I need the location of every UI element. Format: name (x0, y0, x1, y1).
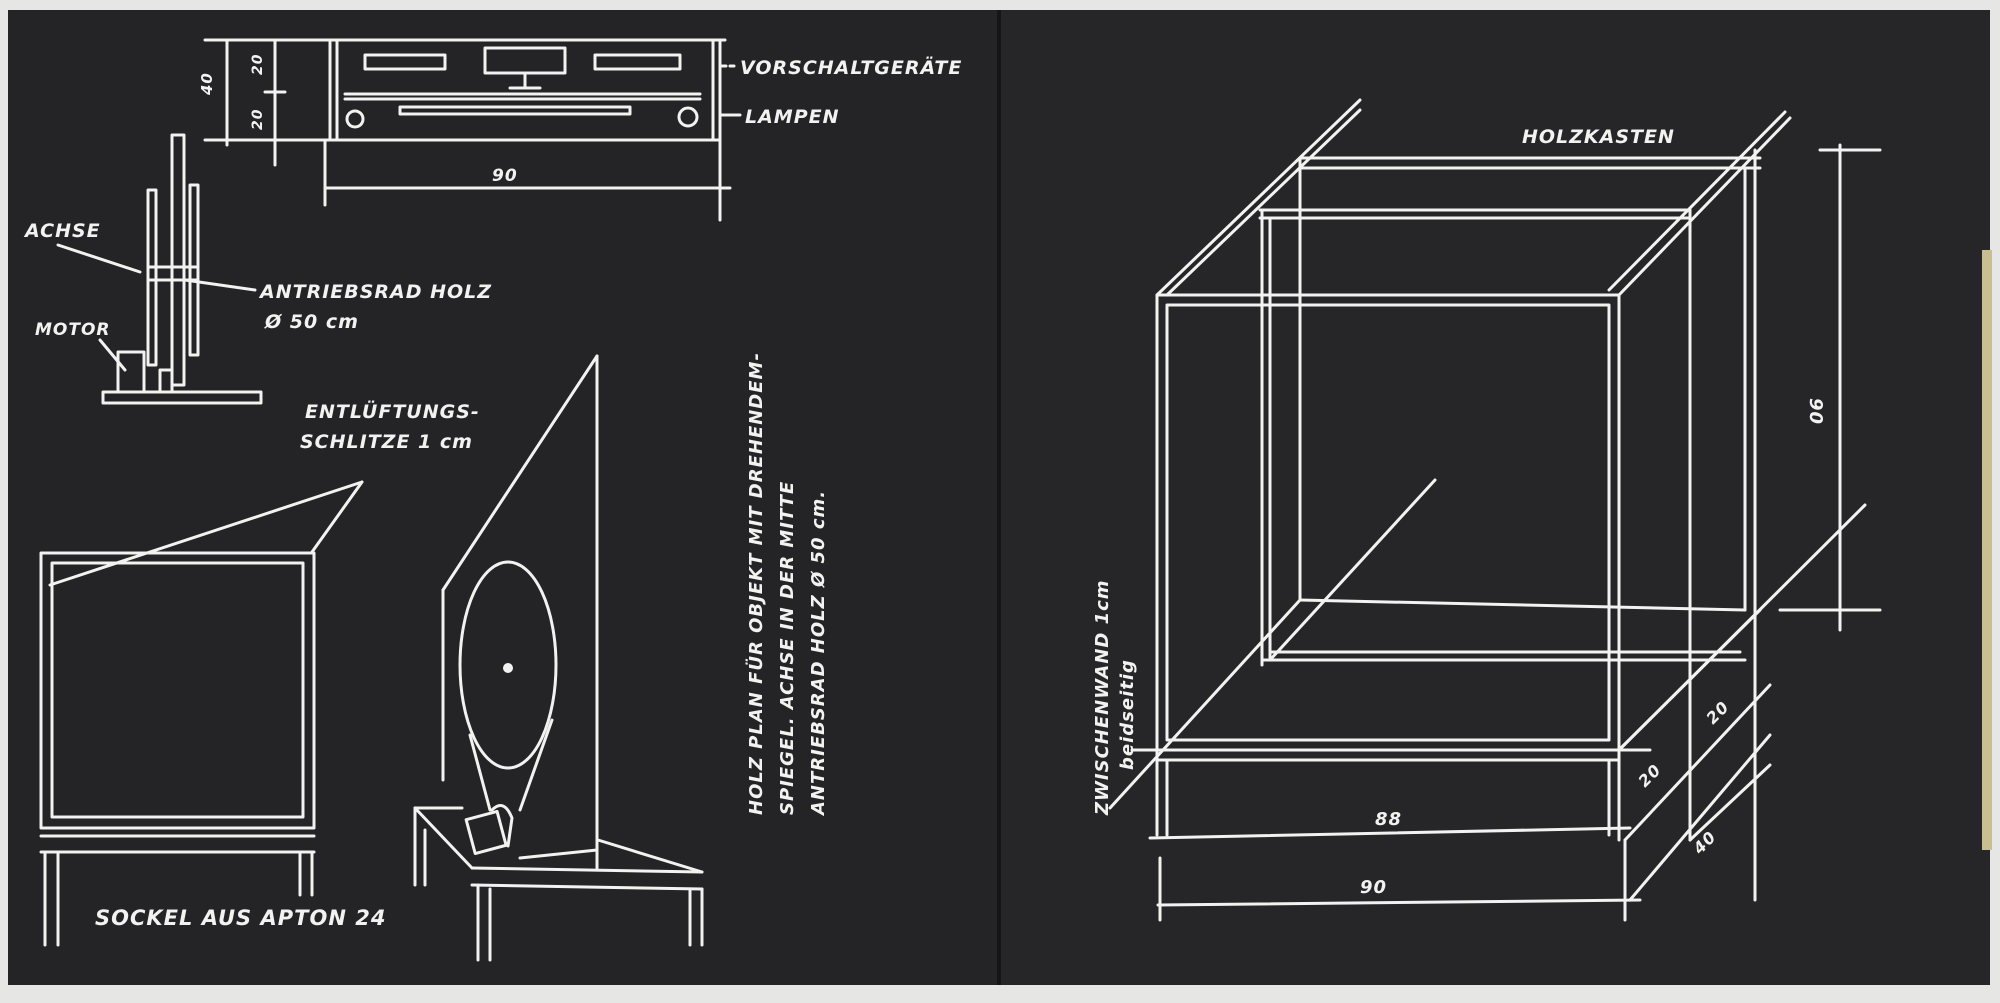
label-holzkasten: HOLZKASTEN (1522, 126, 1675, 148)
dim-90-height-label: 90 (1805, 398, 1826, 425)
pedestal-box-front (39, 480, 364, 947)
dim-20-lower-label: 20 (250, 109, 266, 130)
motor-axle-sideview (56, 133, 263, 405)
plan-note-line3: ANTRIEBSRAD HOLZ Ø 50 cm. (808, 490, 829, 817)
label-vorschaltgeraete: VORSCHALTGERÄTE (740, 55, 962, 79)
dim-90-top-label: 90 (492, 166, 518, 186)
label-zwischenwand-line1: ZWISCHENWAND 1cm (1092, 579, 1113, 816)
lamp-box-section (203, 38, 742, 222)
label-sockel: SOCKEL AUS APTON 24 (95, 906, 386, 930)
dim-88-label: 88 (1375, 809, 1402, 830)
label-entlueftung-line2: SCHLITZE 1 cm (300, 431, 473, 453)
label-zwischenwand-line2: beidseitig (1117, 659, 1138, 770)
mirror-axle-dot (503, 663, 513, 673)
label-lampen: LAMPEN (745, 106, 840, 128)
plan-note-line1: HOLZ PLAN FÜR OBJEKT MIT DREHENDEM- (745, 352, 767, 815)
label-motor: MOTOR (35, 320, 111, 340)
label-entlueftung-line1: ENTLÜFTUNGS- (305, 399, 480, 423)
dim-90-width-label: 90 (1360, 877, 1387, 898)
right-page (1000, 10, 1990, 985)
dim-20-upper-label: 20 (250, 54, 266, 75)
wooden-box-isometric (1108, 98, 1882, 922)
page-edge (1982, 250, 1992, 850)
plan-note-line2: SPIEGEL. ACHSE IN DER MITTE (777, 481, 798, 815)
label-antriebsrad: ANTRIEBSRAD HOLZ (258, 281, 492, 303)
rotating-mirror-object (413, 354, 704, 962)
label-achse: ACHSE (23, 220, 101, 242)
dim-40-label: 40 (198, 72, 216, 96)
label-diameter: Ø 50 cm (264, 311, 359, 333)
